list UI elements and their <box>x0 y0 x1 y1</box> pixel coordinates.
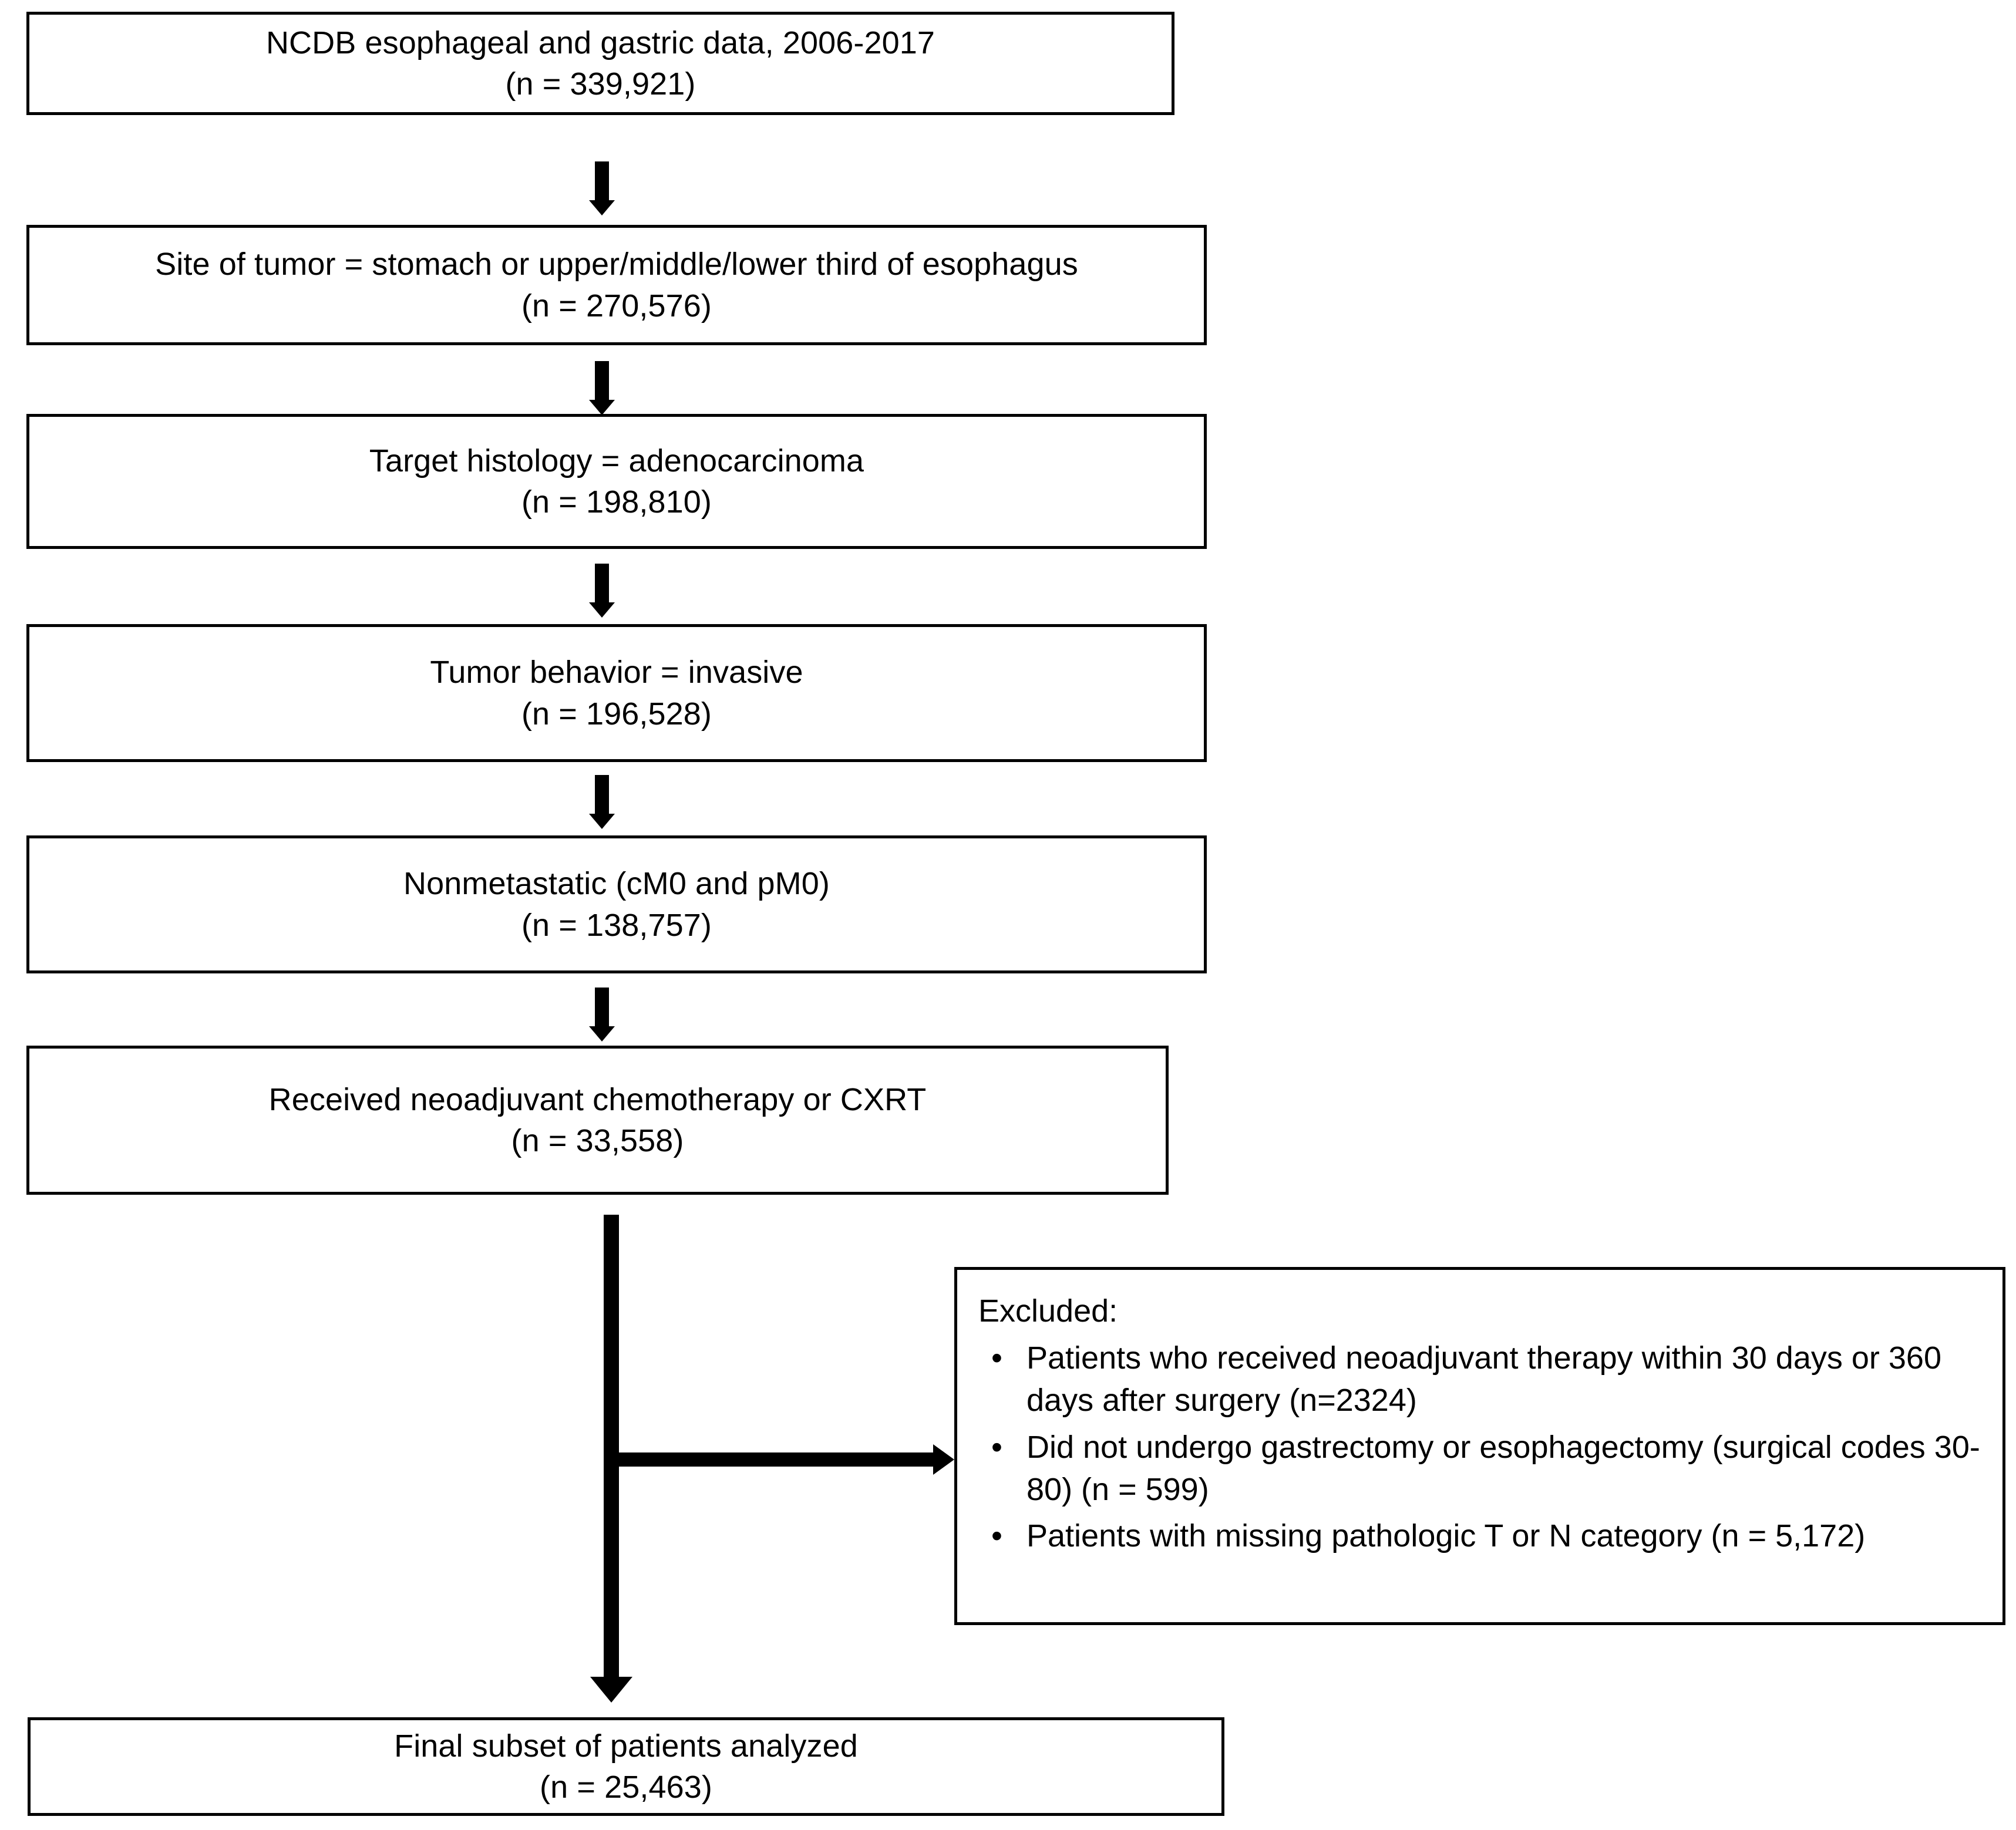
flow-node-final: Final subset of patients analyzed (n = 2… <box>28 1717 1224 1816</box>
connector-arrowhead-icon <box>589 602 615 618</box>
flow-node-5: Nonmetastatic (cM0 and pM0) (n = 138,757… <box>26 835 1207 973</box>
excluded-reason-list: • Patients who received neoadjuvant ther… <box>978 1337 1987 1558</box>
excluded-panel-title: Excluded: <box>978 1293 1118 1329</box>
flow-node-3-line2: (n = 198,810) <box>521 484 712 520</box>
branch-arrow-down-arrowhead-icon <box>590 1677 632 1703</box>
flow-node-3-line1: Target histology = adenocarcinoma <box>369 443 864 478</box>
connector-stem <box>595 161 609 204</box>
flow-node-6-line1: Received neoadjuvant chemotherapy or CXR… <box>268 1081 927 1117</box>
flow-node-1-line1: NCDB esophageal and gastric data, 2006-2… <box>265 25 935 60</box>
bullet-icon: • <box>991 1518 1002 1554</box>
bullet-icon: • <box>991 1340 1002 1376</box>
excluded-list-item-text: Patients who received neoadjuvant therap… <box>1026 1340 1941 1418</box>
flow-node-3: Target histology = adenocarcinoma (n = 1… <box>26 414 1207 549</box>
flow-node-2-line2: (n = 270,576) <box>521 288 712 323</box>
flow-node-1: NCDB esophageal and gastric data, 2006-2… <box>26 12 1174 115</box>
connector-arrowhead-icon <box>589 814 615 829</box>
connector-arrow-2-3 <box>587 361 617 417</box>
flow-node-6: Received neoadjuvant chemotherapy or CXR… <box>26 1046 1169 1195</box>
connector-stem <box>595 564 609 606</box>
flow-node-5-line1: Nonmetastatic (cM0 and pM0) <box>403 866 830 902</box>
flow-node-2: Site of tumor = stomach or upper/middle/… <box>26 225 1207 345</box>
connector-stem <box>595 775 609 817</box>
flow-node-4-line1: Tumor behavior = invasive <box>430 655 803 690</box>
flow-node-4: Tumor behavior = invasive (n = 196,528) <box>26 624 1207 762</box>
flow-node-4-line2: (n = 196,528) <box>521 696 712 732</box>
excluded-panel: Excluded: • Patients who received neoadj… <box>954 1267 2005 1625</box>
flow-node-2-line1: Site of tumor = stomach or upper/middle/… <box>155 247 1078 282</box>
excluded-list-item-text: Did not undergo gastrectomy or esophagec… <box>1026 1429 1980 1507</box>
excluded-list-item: • Patients with missing pathologic T or … <box>978 1515 1987 1558</box>
connector-arrow-4-5 <box>587 775 617 831</box>
connector-arrow-5-6 <box>587 988 617 1043</box>
connector-arrowhead-icon <box>589 400 615 415</box>
branch-arrow-horizontal-stem <box>604 1452 935 1467</box>
connector-arrow-3-4 <box>587 564 617 619</box>
flow-node-1-line2: (n = 339,921) <box>505 66 696 102</box>
connector-stem <box>595 361 609 403</box>
branch-arrow-right-arrowhead-icon <box>933 1444 954 1475</box>
flow-node-final-line2: (n = 25,463) <box>540 1770 712 1805</box>
connector-stem <box>595 988 609 1030</box>
excluded-list-item: • Did not undergo gastrectomy or esophag… <box>978 1427 1987 1511</box>
flow-node-5-line2: (n = 138,757) <box>521 907 712 943</box>
connector-arrowhead-icon <box>589 1026 615 1042</box>
excluded-list-item: • Patients who received neoadjuvant ther… <box>978 1337 1987 1422</box>
excluded-list-item-text: Patients with missing pathologic T or N … <box>1026 1518 1866 1554</box>
connector-arrowhead-icon <box>589 200 615 215</box>
flow-node-6-line2: (n = 33,558) <box>511 1123 684 1158</box>
bullet-icon: • <box>991 1429 1002 1465</box>
flow-node-final-line1: Final subset of patients analyzed <box>394 1728 858 1764</box>
branch-arrow-vertical-stem <box>604 1215 619 1679</box>
connector-arrow-1-2 <box>587 161 617 217</box>
